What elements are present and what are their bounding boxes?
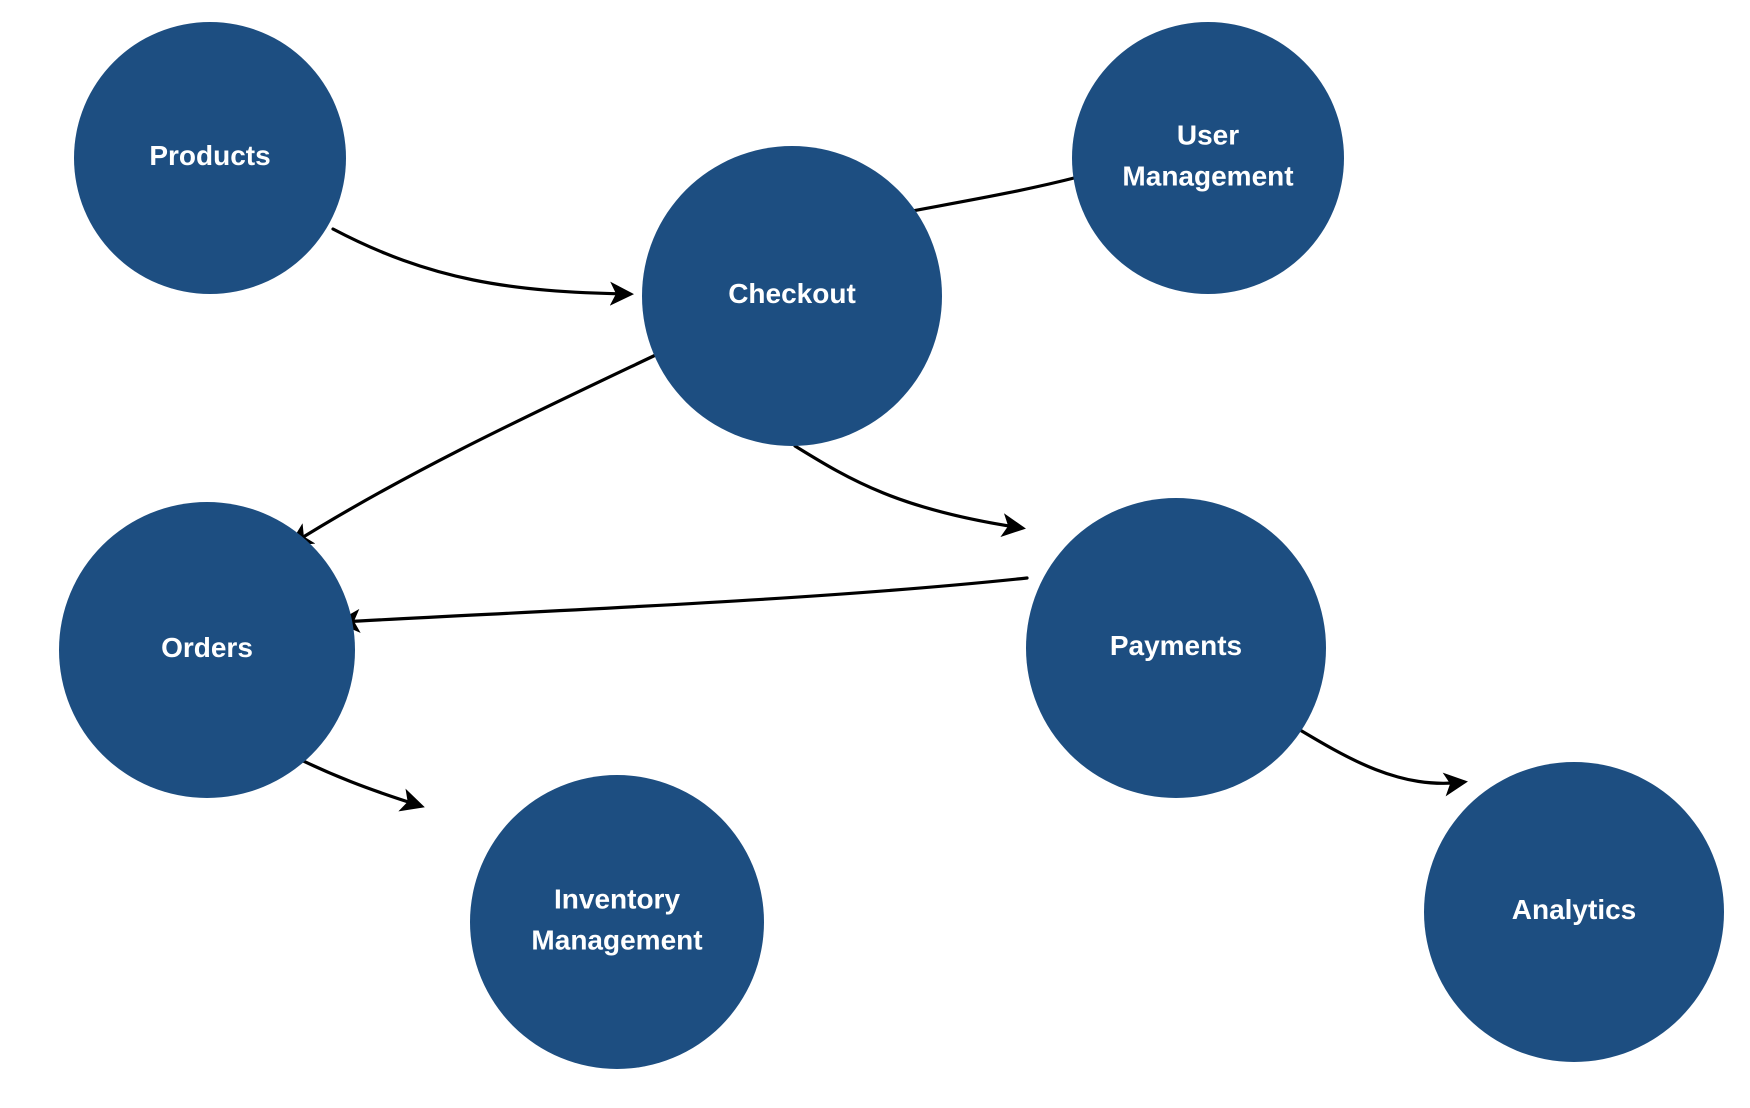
node-circle-user_mgmt[interactable]	[1072, 22, 1344, 294]
node-label-line: Payments	[1110, 630, 1242, 661]
edge-payments-to-orders[interactable]	[336, 576, 1029, 633]
node-label-products: Products	[149, 140, 270, 171]
node-circle-orders[interactable]	[59, 502, 355, 798]
node-label-orders: Orders	[161, 632, 253, 663]
node-circle-analytics[interactable]	[1424, 762, 1724, 1062]
node-label-line: Analytics	[1512, 894, 1637, 925]
node-circle-inventory[interactable]	[470, 775, 764, 1069]
node-circle-payments[interactable]	[1026, 498, 1326, 798]
node-label-analytics: Analytics	[1512, 894, 1637, 925]
node-label-line: Orders	[161, 632, 253, 663]
edge-products-to-checkout[interactable]	[331, 227, 634, 306]
node-label-payments: Payments	[1110, 630, 1242, 661]
node-label-line: Products	[149, 140, 270, 171]
node-label-line: Checkout	[728, 278, 856, 309]
node-payments[interactable]: Payments	[1026, 498, 1326, 798]
node-label-checkout: Checkout	[728, 278, 856, 309]
node-label-line: Management	[1122, 161, 1293, 192]
node-products[interactable]: Products	[74, 22, 346, 294]
edge-checkout-to-orders[interactable]	[288, 350, 664, 547]
node-label-line: Management	[531, 925, 702, 956]
edge-checkout-to-payments[interactable]	[793, 444, 1026, 537]
node-circle-products[interactable]	[74, 22, 346, 294]
node-analytics[interactable]: Analytics	[1424, 762, 1724, 1062]
node-label-line: User	[1177, 120, 1239, 151]
node-orders[interactable]: Orders	[59, 502, 355, 798]
node-label-line: Inventory	[554, 884, 680, 915]
node-checkout[interactable]: Checkout	[642, 146, 942, 446]
edge-payments-to-analytics[interactable]	[1288, 722, 1468, 797]
node-circle-checkout[interactable]	[642, 146, 942, 446]
